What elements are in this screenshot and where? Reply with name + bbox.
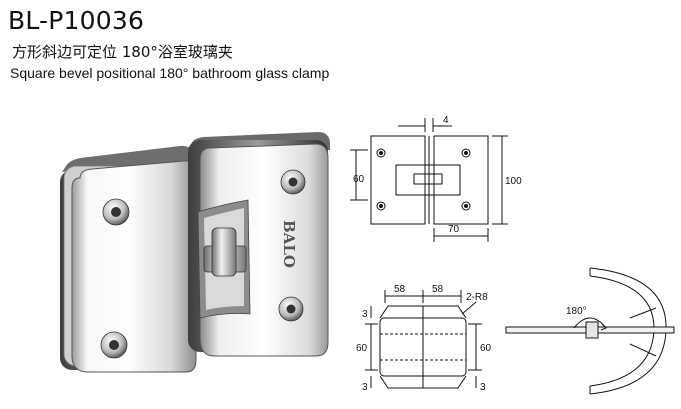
- dim-height-left: 60: [356, 343, 368, 354]
- dim-height-total: 100: [505, 176, 522, 187]
- screw-icon: [280, 169, 306, 195]
- hole-icon: [376, 148, 471, 211]
- dim-height-right: 60: [480, 343, 492, 354]
- dim-gap: 4: [443, 115, 449, 126]
- brand-logo: BALO: [280, 220, 298, 268]
- front-view-drawing: [350, 118, 508, 242]
- screw-icon: [100, 331, 128, 359]
- hinge-photo: BALO: [60, 132, 330, 373]
- dim-bottom-right: 3: [480, 382, 486, 393]
- title-english: Square bevel positional 180° bathroom gl…: [10, 65, 330, 81]
- dim-height-inner: 60: [353, 174, 365, 185]
- rotation-view-drawing: [505, 267, 675, 395]
- dim-bottom-left: 3: [362, 382, 368, 393]
- dim-right: 58: [432, 284, 444, 295]
- rotation-angle: 180°: [566, 306, 587, 317]
- screw-icon: [278, 296, 304, 322]
- screw-icon: [102, 198, 130, 226]
- top-view-drawing: [365, 290, 482, 389]
- dim-width-half: 70: [448, 224, 460, 235]
- dim-radius: 2-R8: [466, 292, 488, 303]
- model-number: BL-P10036: [8, 6, 145, 35]
- dim-top: 3: [362, 309, 368, 320]
- dim-left: 58: [394, 284, 406, 295]
- title-chinese: 方形斜边可定位 180°浴室玻璃夹: [12, 43, 233, 61]
